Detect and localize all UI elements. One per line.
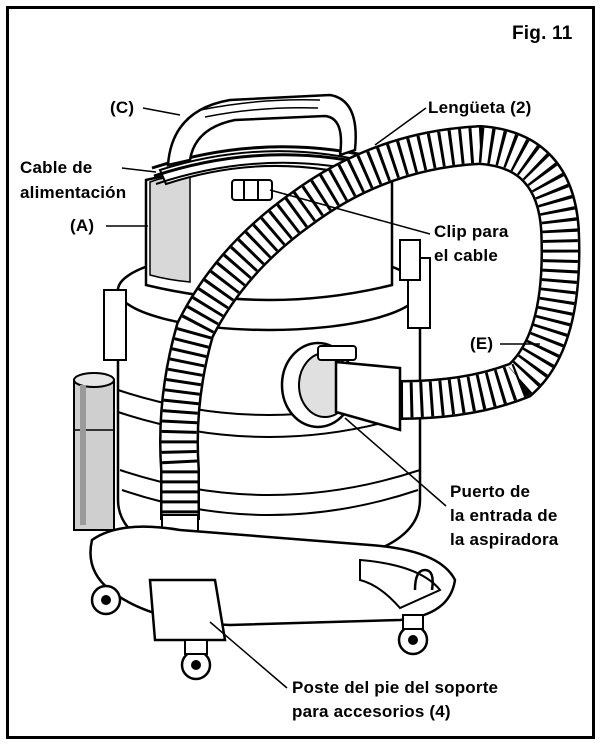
vacuum-inlet-port bbox=[280, 341, 402, 432]
label-cord-line2: alimentación bbox=[20, 183, 127, 202]
figure-title: Fig. 11 bbox=[512, 23, 573, 44]
carry-handle bbox=[166, 93, 357, 167]
label-clip-line1: Clip para bbox=[434, 222, 509, 241]
label-tab: Lengüeta (2) bbox=[428, 98, 532, 117]
caster-wheels bbox=[90, 584, 429, 681]
label-hose: (E) bbox=[470, 334, 494, 353]
caster-dolly bbox=[89, 525, 457, 642]
callout-leader-lines bbox=[106, 107, 540, 689]
cord-clip bbox=[231, 179, 273, 201]
label-port-line2: la entrada de bbox=[450, 506, 558, 525]
label-port-line1: Puerto de bbox=[450, 482, 531, 501]
label-cord-line3: (A) bbox=[70, 216, 95, 235]
label-clip-line2: el cable bbox=[434, 246, 498, 265]
label-port-line3: la aspiradora bbox=[450, 530, 559, 549]
label-handle: (C) bbox=[110, 98, 135, 117]
label-post-line1: Poste del pie del soporte bbox=[292, 678, 499, 697]
extension-wand bbox=[73, 372, 115, 531]
label-cord-line1: Cable de bbox=[20, 158, 93, 177]
label-post-line2: para accesorios (4) bbox=[292, 702, 451, 721]
flexible-hose-ribs bbox=[161, 127, 578, 520]
